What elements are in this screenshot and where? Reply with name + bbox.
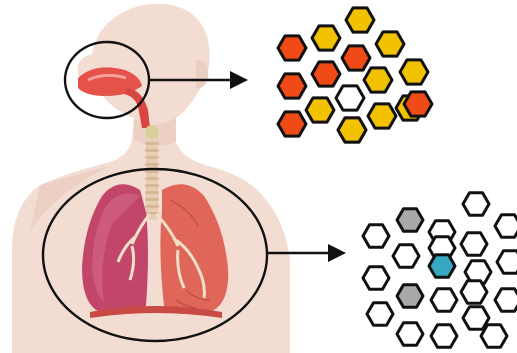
cell-hexagon-yellow xyxy=(306,98,334,122)
cell-hexagon-white xyxy=(497,251,517,274)
cell-hexagon-white xyxy=(363,225,389,248)
trachea-ring xyxy=(145,205,159,208)
trachea-ring xyxy=(145,198,159,201)
arrowhead-upper xyxy=(230,71,248,89)
trachea-ring xyxy=(145,156,159,159)
trachea-ring xyxy=(145,170,159,173)
cell-hexagon-yellow xyxy=(400,60,428,84)
cell-hexagon-white xyxy=(481,325,507,348)
cell-hexagon-white xyxy=(336,86,364,110)
cell-hexagon-white xyxy=(397,323,423,346)
arrowhead-lungs xyxy=(328,244,346,262)
trachea-ring xyxy=(145,163,159,166)
larynx xyxy=(145,125,159,139)
lung-cell-cluster xyxy=(363,193,517,348)
upper-airway-cell-cluster xyxy=(278,8,432,142)
cell-hexagon-yellow xyxy=(312,26,340,50)
cell-hexagon-red xyxy=(278,74,306,98)
trachea-ring xyxy=(145,142,159,145)
trachea-ring xyxy=(145,191,159,194)
cell-hexagon-gray xyxy=(397,209,423,232)
cell-hexagon-white xyxy=(463,193,489,216)
trachea-ring xyxy=(145,184,159,187)
trachea-ring xyxy=(145,177,159,180)
cell-hexagon-white xyxy=(431,289,457,312)
cell-hexagon-yellow xyxy=(376,32,404,56)
cell-hexagon-white xyxy=(495,289,517,312)
cell-hexagon-yellow xyxy=(364,68,392,92)
cell-hexagon-yellow xyxy=(368,104,396,128)
trachea-ring xyxy=(145,149,159,152)
cell-hexagon-yellow xyxy=(346,8,374,32)
cell-hexagon-red xyxy=(312,62,340,86)
cell-hexagon-red xyxy=(278,112,306,136)
cell-hexagon-white xyxy=(363,267,389,290)
cell-hexagon-red xyxy=(404,92,432,116)
cell-hexagon-white xyxy=(495,215,517,238)
cell-hexagon-blue xyxy=(429,255,455,278)
cell-hexagon-white xyxy=(461,233,487,256)
trachea xyxy=(145,125,159,220)
cell-hexagon-red xyxy=(342,46,370,70)
cell-hexagon-yellow xyxy=(338,118,366,142)
cell-hexagon-white xyxy=(367,303,393,326)
cell-hexagon-red xyxy=(278,36,306,60)
cell-hexagon-white xyxy=(431,325,457,348)
cell-hexagon-white xyxy=(393,245,419,268)
cell-hexagon-gray xyxy=(397,285,423,308)
cell-hexagon-white xyxy=(461,281,487,304)
